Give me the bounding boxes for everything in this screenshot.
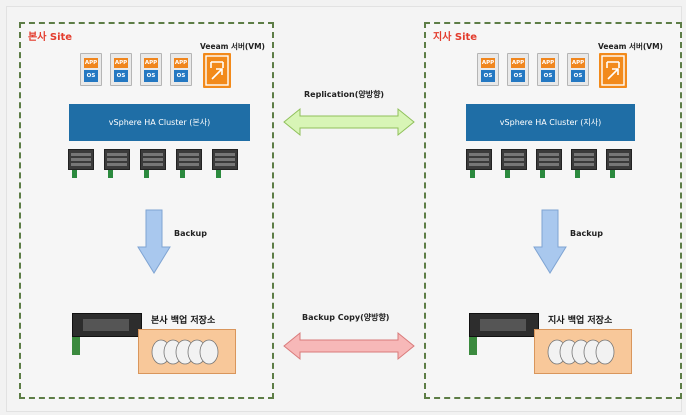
disk-storage-icon [534,329,632,374]
esxi-host-icon [501,149,527,170]
site-branch-container: 지사 Site Veeam 서버(VM) APP OS APP OS APP O… [424,22,682,399]
esxi-host-icon [104,149,130,170]
replication-arrow [283,107,415,137]
esxi-host-icon [536,149,562,170]
replication-label: Replication(양방향) [304,90,385,99]
rack-leg [469,337,477,355]
esxi-host-icon [606,149,632,170]
vm-icon: APP OS [567,53,589,86]
vm-icon: APP OS [537,53,559,86]
vm-icon: APP OS [80,53,102,86]
rack-leg [72,337,80,355]
backup-copy-arrow [283,331,415,361]
os-label: OS [144,70,158,82]
site-branch-veeam-label: Veeam 서버(VM) [598,42,663,51]
site-hq-veeam-label: Veeam 서버(VM) [200,42,265,51]
host-leg [180,170,185,178]
veeam-server-icon [599,53,627,88]
esxi-host-icon [212,149,238,170]
app-label: APP [511,58,525,68]
backup-server-icon [72,313,142,337]
site-hq-cluster: vSphere HA Cluster (본사) [69,104,250,141]
os-label: OS [174,70,188,82]
app-label: APP [144,58,158,68]
app-label: APP [571,58,585,68]
vm-icon: APP OS [110,53,132,86]
veeam-server-icon [203,53,231,88]
app-label: APP [541,58,555,68]
site-hq-title: 본사 Site [28,32,73,43]
host-leg [610,170,615,178]
vm-icon: APP OS [140,53,162,86]
host-leg [505,170,510,178]
site-hq-backup-label: Backup [174,229,207,238]
site-branch-storage-label: 지사 백업 저장소 [548,316,613,326]
vm-icon: APP OS [477,53,499,86]
site-branch-cluster: vSphere HA Cluster (지사) [466,104,635,141]
backup-copy-label: Backup Copy(양방향) [302,313,390,322]
site-hq-container: 본사 Site Veeam 서버(VM) APP OS APP OS APP O… [19,22,274,399]
backup-down-arrow [137,209,171,274]
os-label: OS [571,70,585,82]
disk-storage-icon [138,329,236,374]
vm-icon: APP OS [507,53,529,86]
host-leg [216,170,221,178]
app-label: APP [114,58,128,68]
host-leg [470,170,475,178]
esxi-host-icon [571,149,597,170]
app-label: APP [174,58,188,68]
host-leg [72,170,77,178]
os-label: OS [114,70,128,82]
backup-server-icon [469,313,539,337]
os-label: OS [481,70,495,82]
os-label: OS [84,70,98,82]
host-leg [540,170,545,178]
esxi-host-icon [466,149,492,170]
site-hq-storage-label: 본사 백업 저장소 [151,316,216,326]
backup-down-arrow [533,209,567,274]
app-label: APP [481,58,495,68]
vm-icon: APP OS [170,53,192,86]
esxi-host-icon [140,149,166,170]
os-label: OS [541,70,555,82]
esxi-host-icon [68,149,94,170]
host-leg [144,170,149,178]
host-leg [575,170,580,178]
app-label: APP [84,58,98,68]
host-leg [108,170,113,178]
site-branch-title: 지사 Site [433,32,478,43]
site-branch-backup-label: Backup [570,229,603,238]
os-label: OS [511,70,525,82]
esxi-host-icon [176,149,202,170]
